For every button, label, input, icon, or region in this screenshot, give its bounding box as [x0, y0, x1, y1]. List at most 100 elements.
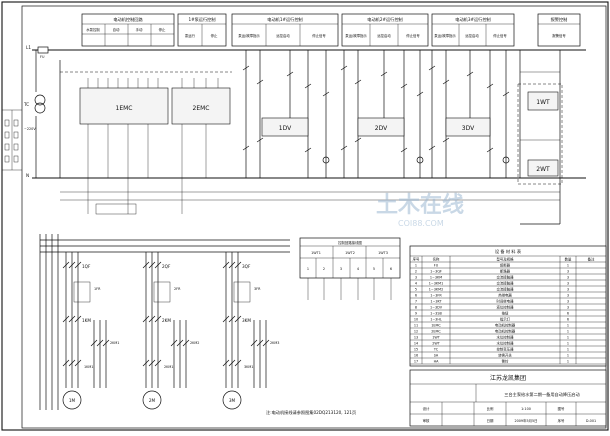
table-header-cell: 备注: [588, 257, 595, 262]
svg-text:2: 2: [323, 267, 325, 271]
table-cell: 控制变压器: [497, 347, 515, 352]
table-cell: 1~3DV: [430, 306, 443, 310]
n-label: N: [26, 173, 29, 178]
dv-1-box: 1DV: [261, 117, 309, 137]
table-cell: 电动机控制器: [495, 329, 516, 334]
table-cell: 1~3FR: [430, 294, 442, 298]
svg-text:水泵控制: 水泵控制: [86, 27, 100, 32]
table-cell: 3: [567, 300, 569, 304]
table-cell: 6: [567, 312, 569, 316]
table-cell: 熔断器: [500, 263, 511, 268]
table-cell: 1~3KM: [430, 276, 442, 280]
top-header-box-6: 报警控制 报警信号: [537, 13, 581, 47]
svg-text:3: 3: [340, 267, 342, 271]
table-cell: 3: [567, 288, 569, 292]
svg-text:2KM1: 2KM1: [110, 341, 119, 345]
wt-1-box: [527, 91, 559, 111]
table-cell: 交流接触器: [497, 281, 515, 286]
table-cell: 15: [414, 348, 418, 352]
motor-1-symbol: [62, 390, 82, 410]
svg-text:停止信号: 停止信号: [312, 33, 326, 38]
table-cell: 交流接触器: [497, 287, 515, 292]
table-cell: 5: [415, 288, 417, 292]
top-box-2-title: 1#泵运行控制: [188, 16, 215, 23]
svg-text:1WT1: 1WT1: [311, 251, 321, 255]
pump-1-control-ladder: [242, 50, 330, 178]
table-cell: 1: [567, 264, 569, 268]
watermark-main: 土木在线: [376, 192, 464, 218]
table-cell: 2EMC: [431, 330, 441, 334]
dv-3-box: 3DV: [445, 117, 491, 137]
table-cell: 1~3KM1: [429, 282, 443, 286]
table-cell: 3: [567, 276, 569, 280]
drawing-title: 三台主泵给水第二期一备用自动降压启动: [504, 391, 579, 398]
svg-text:停止: 停止: [211, 33, 218, 38]
table-cell: 8: [415, 306, 417, 310]
table-cell: 时间继电器: [497, 299, 515, 304]
svg-text:1WT: 1WT: [536, 99, 550, 106]
table-cell: FU: [434, 264, 439, 268]
equipment-table-title: 设 备 材 料 表: [495, 248, 522, 255]
table-cell: 3: [567, 270, 569, 274]
table-cell: 16: [414, 354, 418, 358]
table-cell: 4: [415, 282, 417, 286]
watermark-sub: COI88.COM: [398, 219, 444, 228]
table-cell: 按钮: [502, 311, 509, 316]
svg-text:图号: 图号: [558, 406, 565, 411]
table-cell: 7: [415, 300, 417, 304]
pump-2-control-ladder: [340, 50, 424, 178]
svg-text:自动: 自动: [113, 27, 120, 32]
svg-text:2QF: 2QF: [162, 264, 171, 269]
table-header-cell: 型号及规格: [497, 257, 515, 262]
table-cell: 1~3SB: [430, 312, 442, 316]
svg-text:3DV: 3DV: [462, 125, 475, 132]
terminal-panel: 控制回路接线图 1WT1 1WT2 1WT3 1 2 3 4 5 6: [299, 237, 401, 300]
svg-text:~220V: ~220V: [24, 127, 36, 131]
motor-2-symbol: [142, 390, 162, 410]
title-block: 江苏龙凯集团 三台主泵给水第二期一备用自动降压启动 设计 比例 1:100 图号…: [409, 369, 607, 427]
table-cell: 警铃: [502, 359, 509, 364]
table-cell: 1~3KT: [430, 300, 442, 304]
svg-text:3FR: 3FR: [254, 287, 261, 291]
svg-text:D-001: D-001: [586, 419, 596, 423]
table-cell: 1: [567, 360, 569, 364]
svg-text:1M: 1M: [69, 398, 76, 403]
svg-text:2DV: 2DV: [375, 125, 388, 132]
table-cell: TC: [433, 348, 439, 352]
table-cell: 17: [414, 360, 418, 364]
svg-text:2EMC: 2EMC: [193, 105, 210, 112]
svg-text:泵运行: 泵运行: [185, 33, 196, 38]
svg-text:4: 4: [357, 267, 359, 271]
svg-text:泵运/故障指示: 泵运/故障指示: [345, 33, 367, 38]
fuse-fu: FU: [37, 46, 49, 59]
table-cell: 断路器: [500, 269, 511, 274]
svg-text:2FR: 2FR: [174, 287, 181, 291]
svg-text:手动: 手动: [136, 27, 143, 32]
table-cell: 3: [415, 276, 417, 280]
table-cell: 1: [567, 336, 569, 340]
motor-branch-1: 1QF 1FR 1KM 2KM1 1KM1 1M: [62, 252, 119, 410]
top-header-box-1: 电动机控制回路 水泵控制 自动 手动 停止: [81, 13, 175, 47]
table-cell: 1~3KM2: [429, 288, 443, 292]
table-cell: 10: [414, 318, 418, 322]
top-header-box-3: 电动机1#运行控制 泵运/故障指示 远控启动 停止信号: [231, 13, 339, 47]
table-cell: 热继电器: [498, 293, 512, 298]
table-cell: 1: [567, 330, 569, 334]
svg-text:1WT3: 1WT3: [378, 251, 388, 255]
pump-3-control-ladder: [428, 50, 510, 178]
top-header-box-4: 电动机2#运行控制 泵运/故障指示 远控启动 停止信号: [341, 13, 429, 47]
svg-text:报警信号: 报警信号: [552, 33, 566, 38]
table-header-cell: 名称: [433, 257, 440, 262]
svg-text:1KM: 1KM: [82, 318, 91, 323]
table-cell: 3: [567, 282, 569, 286]
table-cell: 13: [414, 336, 418, 340]
svg-text:1DV: 1DV: [279, 125, 292, 132]
svg-text:1EMC: 1EMC: [116, 105, 133, 112]
table-cell: 1~3HL: [430, 318, 442, 322]
svg-text:1QF: 1QF: [82, 264, 91, 269]
svg-text:1KM1: 1KM1: [84, 365, 93, 369]
svg-text:序号: 序号: [558, 418, 565, 423]
